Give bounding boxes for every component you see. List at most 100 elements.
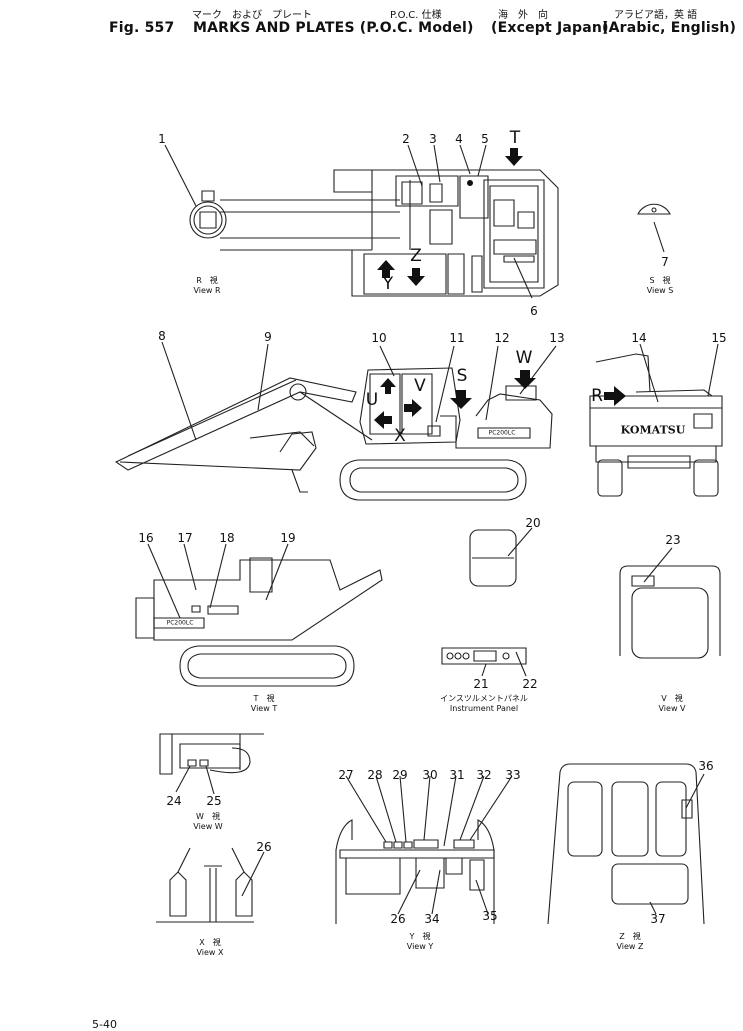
- view-v-drawing: [620, 548, 720, 658]
- top-view-arrows: [377, 148, 523, 286]
- rear-view-arrow-r: [604, 386, 626, 406]
- callout-3: 3: [429, 132, 437, 146]
- callout-13: 13: [549, 331, 565, 345]
- callout-14: 14: [631, 331, 647, 345]
- callout-37: 37: [650, 912, 666, 926]
- caption-view-v-en: View V: [658, 704, 686, 713]
- caption-view-y-en: View Y: [406, 942, 434, 951]
- callout-25: 25: [206, 794, 222, 808]
- callout-30: 30: [422, 768, 438, 782]
- callout-9: 9: [264, 330, 272, 344]
- callout-18: 18: [219, 531, 235, 545]
- figure-number: Fig. 557: [109, 20, 175, 36]
- callout-5: 5: [481, 132, 489, 146]
- caption-instrument-panel: インスツルメントパネル Instrument Panel: [440, 694, 528, 714]
- callout-19: 19: [280, 531, 296, 545]
- callout-35: 35: [482, 909, 498, 923]
- callout-26-view-x: 26: [256, 840, 272, 854]
- callout-6: 6: [530, 304, 538, 318]
- brand-label: KOMATSU: [620, 423, 686, 437]
- callout-1: 1: [158, 132, 166, 146]
- view-w-drawing: [160, 734, 264, 794]
- caption-view-z-jp: Z 視: [619, 932, 641, 941]
- caption-view-s: S 視 View S: [647, 276, 674, 296]
- page-number: 5-40: [92, 1018, 117, 1031]
- caption-view-w-jp: W 視: [196, 812, 220, 821]
- caption-view-s-jp: S 視: [649, 276, 671, 285]
- header-jp-except: 海 外 向: [498, 10, 548, 21]
- callout-8: 8: [158, 329, 166, 343]
- arrow-letter-u: U: [365, 390, 379, 410]
- callout-16: 16: [138, 531, 154, 545]
- arrow-letter-z: Z: [410, 246, 422, 266]
- callout-21: 21: [473, 677, 489, 691]
- callout-31: 31: [449, 768, 465, 782]
- caption-view-t: T 視 View T: [251, 694, 277, 714]
- callout-29: 29: [392, 768, 408, 782]
- callout-12: 12: [494, 331, 510, 345]
- caption-view-v-jp: V 視: [661, 694, 683, 703]
- callout-17: 17: [177, 531, 193, 545]
- view-z-drawing: [548, 764, 704, 924]
- header-jp-poc: P.O.C. 仕様: [390, 10, 442, 21]
- caption-view-v: V 視 View V: [659, 694, 686, 714]
- view-x-drawing: [156, 848, 264, 922]
- callout-15: 15: [711, 331, 727, 345]
- callout-10: 10: [371, 331, 387, 345]
- window-20-drawing: [470, 528, 532, 586]
- arrow-letter-y: Y: [382, 274, 394, 294]
- view-r-drawing: [165, 145, 226, 238]
- header-jp-marks: マーク および プレート: [192, 10, 312, 21]
- callout-24: 24: [166, 794, 182, 808]
- figure-title-lang: (Arabic, English): [602, 20, 737, 36]
- callout-32: 32: [476, 768, 492, 782]
- caption-view-z: Z 視 View Z: [616, 932, 643, 952]
- callout-28: 28: [367, 768, 383, 782]
- caption-view-y-jp: Y 視: [409, 932, 431, 941]
- caption-view-z-en: View Z: [616, 942, 644, 951]
- caption-view-r-en: View R: [193, 286, 221, 295]
- caption-view-t-jp: T 視: [253, 694, 275, 703]
- callout-11: 11: [449, 331, 465, 345]
- callout-27: 27: [338, 768, 354, 782]
- figure-title: MARKS AND PLATES (P.O.C. Model): [193, 20, 474, 36]
- caption-view-x: X 視 View X: [196, 938, 223, 958]
- callout-33: 33: [505, 768, 521, 782]
- view-t-drawing: [136, 544, 382, 686]
- callout-26-view-y: 26: [390, 912, 406, 926]
- model-badge-side: PC200LC: [488, 429, 516, 437]
- callout-20: 20: [525, 516, 541, 530]
- side-view-arrows: [374, 370, 536, 429]
- arrow-letter-s: S: [456, 366, 468, 386]
- view-s-drawing: [638, 204, 670, 252]
- callout-2: 2: [402, 132, 410, 146]
- header-jp-lang: アラビア語，英 語: [614, 10, 698, 21]
- view-y-drawing: [336, 776, 512, 924]
- arrow-letter-w: W: [515, 348, 533, 368]
- caption-view-w-en: View W: [193, 822, 223, 831]
- instrument-panel-drawing: [442, 648, 526, 676]
- rear-view-drawing: [590, 344, 722, 496]
- caption-view-x-en: View X: [196, 948, 224, 957]
- model-badge-view-t: PC200LC: [166, 619, 194, 627]
- arrow-letter-r: R: [591, 386, 603, 406]
- callout-22: 22: [522, 677, 538, 691]
- side-view-excavator: [116, 342, 556, 500]
- callout-36: 36: [698, 759, 714, 773]
- caption-view-s-en: View S: [646, 286, 674, 295]
- top-view-drawing: [220, 145, 558, 298]
- callout-4: 4: [455, 132, 463, 146]
- figure-title-except: (Except Japan): [491, 20, 609, 36]
- caption-view-t-en: View T: [250, 704, 278, 713]
- callout-23: 23: [665, 533, 681, 547]
- caption-view-y: Y 視 View Y: [407, 932, 433, 952]
- arrow-letter-t: T: [509, 128, 521, 148]
- caption-view-x-jp: X 視: [199, 938, 221, 947]
- arrow-letter-x: X: [394, 426, 406, 446]
- caption-panel-jp: インスツルメントパネル: [440, 694, 528, 703]
- caption-view-w: W 視 View W: [193, 812, 222, 832]
- caption-panel-en: Instrument Panel: [449, 704, 519, 713]
- callout-7: 7: [661, 255, 669, 269]
